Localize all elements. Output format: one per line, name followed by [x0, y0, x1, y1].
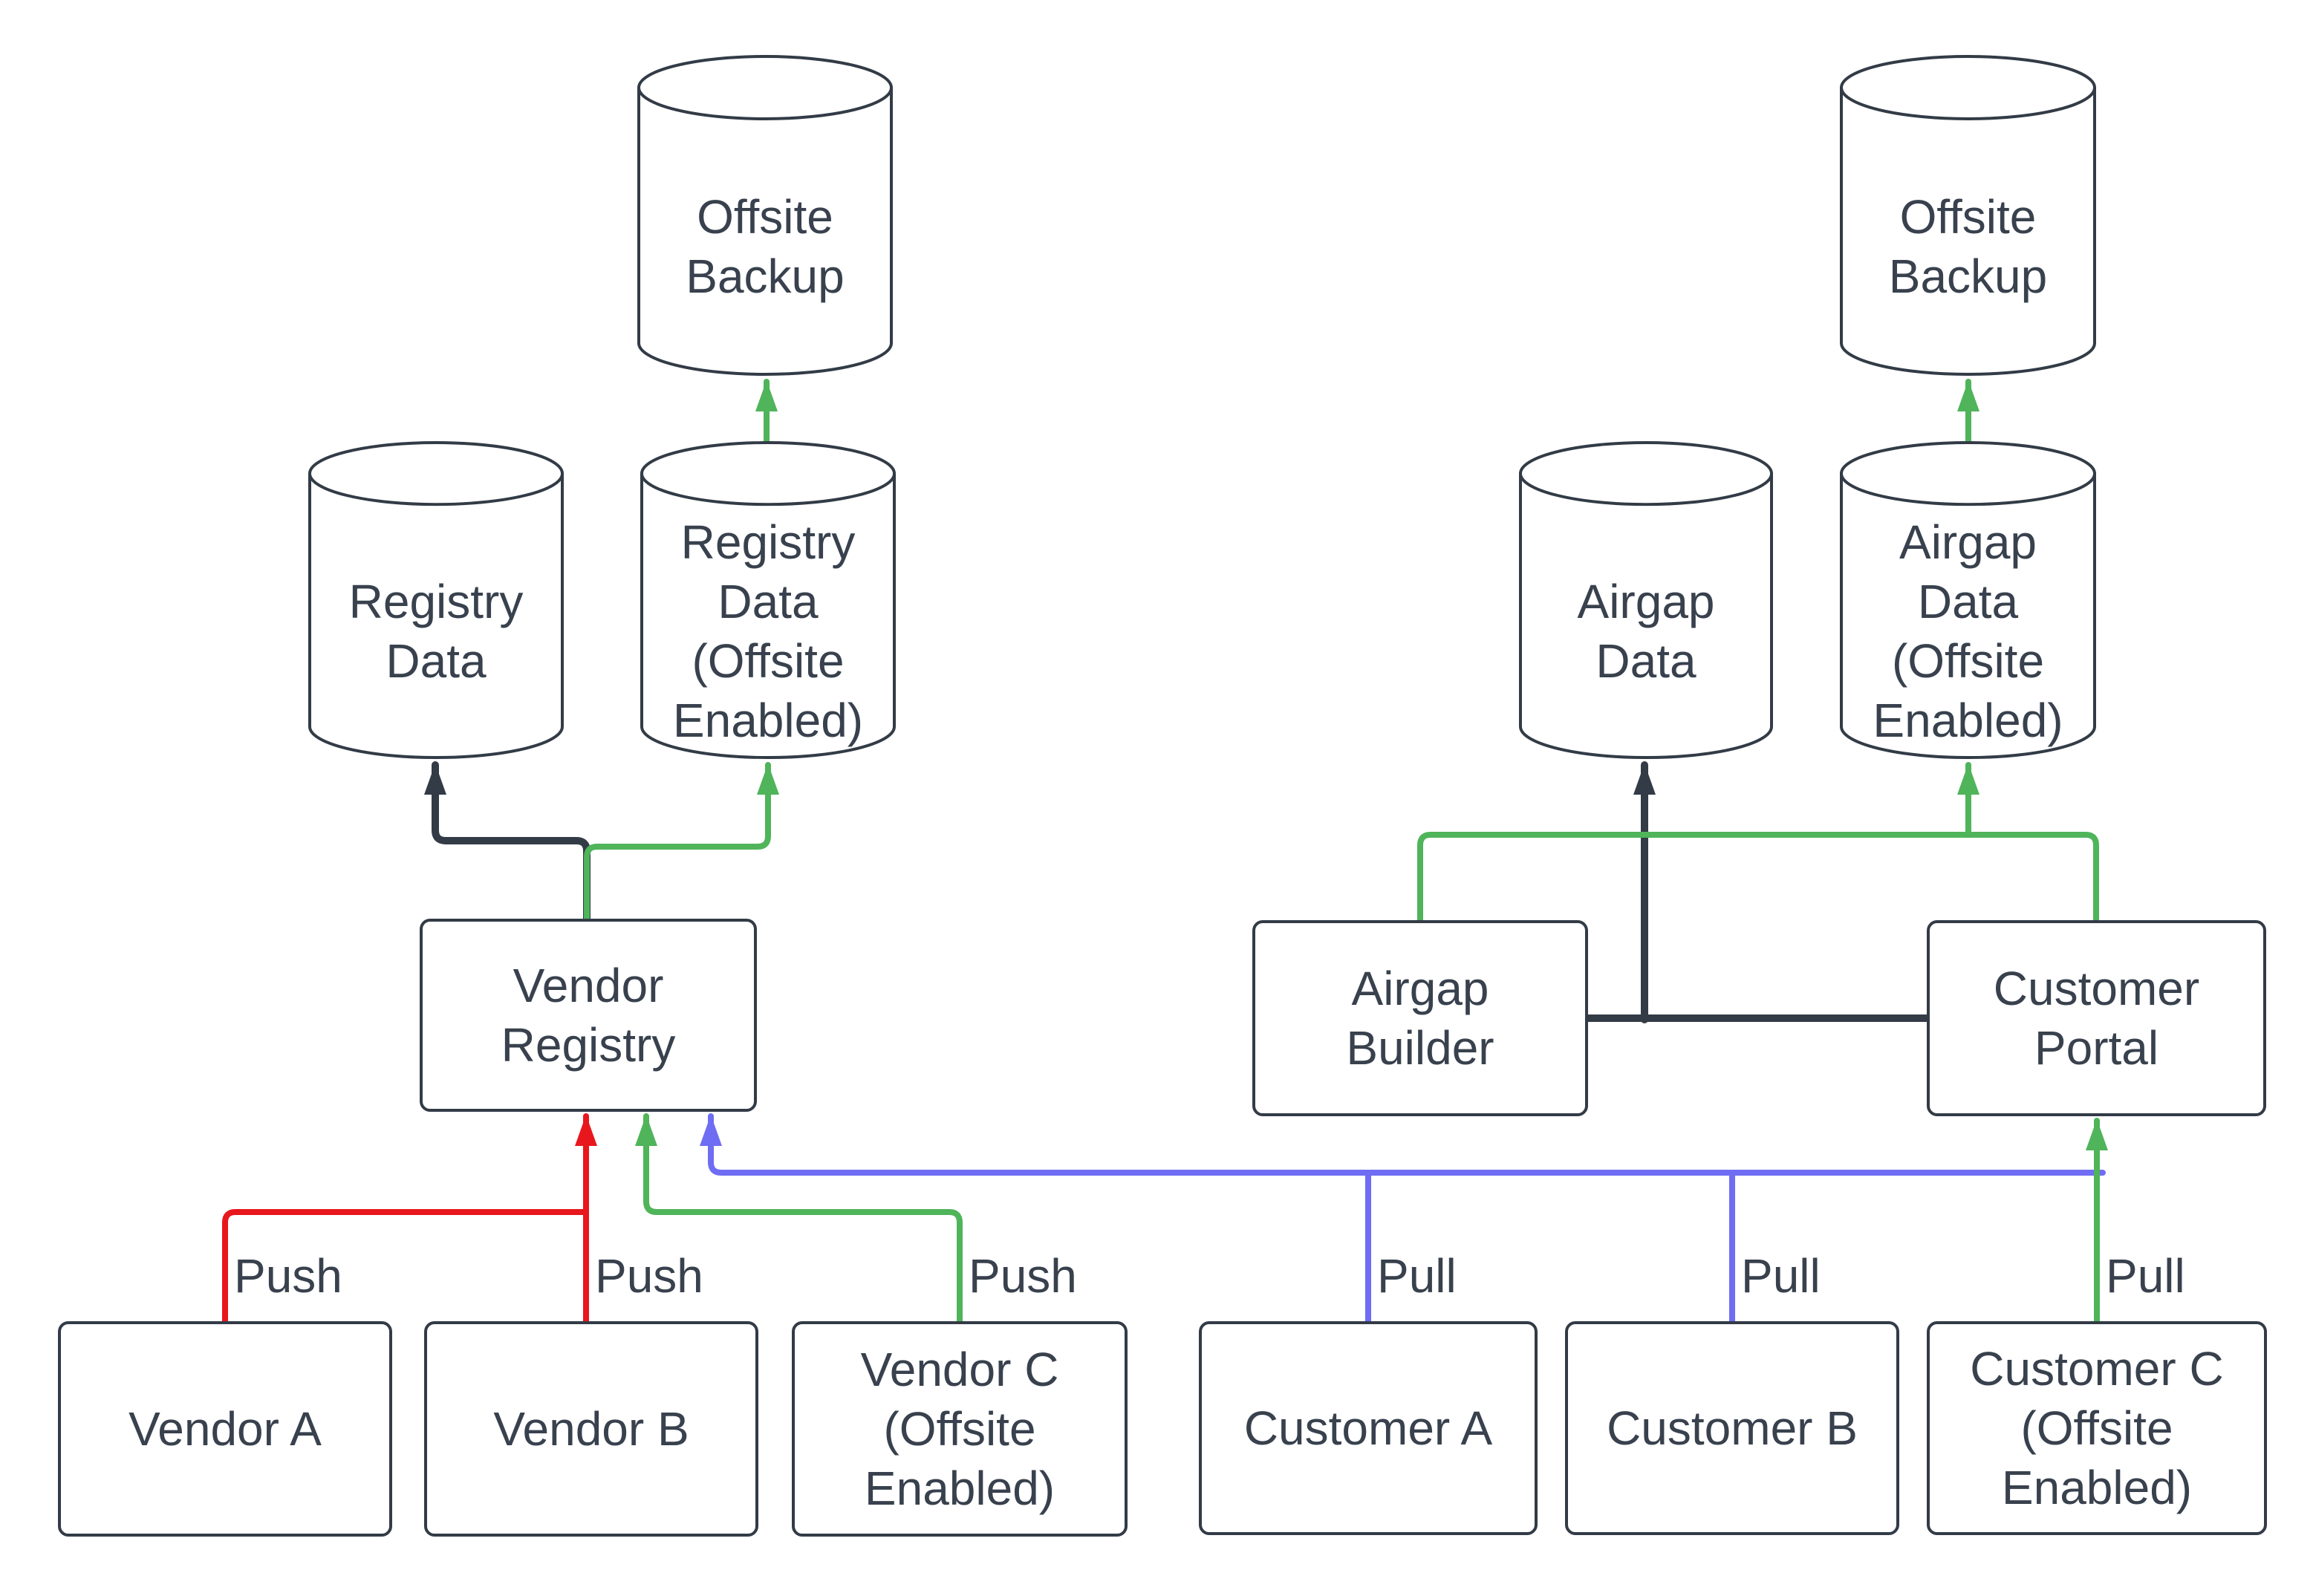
node-customer-b: Customer B [1565, 1321, 1899, 1535]
node-vendor-a: Vendor A [58, 1321, 392, 1537]
edge-pull-trunk-to-vendor-registry [700, 1113, 2106, 1176]
edge-label-vendor-c-push: Push [969, 1249, 1077, 1303]
edge-label-customer-b-pull: Pull [1741, 1249, 1821, 1303]
node-vendor-c: Vendor C (Offsite Enabled) [792, 1321, 1128, 1537]
edge-label-customer-a-pull: Pull [1377, 1249, 1457, 1303]
edge-airgap-builder-to-green-trunk [1417, 832, 1971, 923]
cylinder-shape [637, 55, 893, 376]
node-vendor-registry: Vendor Registry [420, 919, 757, 1112]
cylinder-shape [1840, 55, 2096, 376]
cylinder-registry-data-offsite: Registry Data (Offsite Enabled) [640, 440, 896, 760]
node-airgap-builder: Airgap Builder [1252, 920, 1588, 1116]
cylinder-offsite-backup-right: Offsite Backup [1840, 53, 2096, 377]
cylinder-shape [1519, 440, 1773, 759]
edge-label-customer-c-pull: Pull [2106, 1249, 2185, 1303]
edge-vendor-registry-to-registry-data [424, 761, 591, 922]
edge-vendor-c-push [635, 1113, 963, 1324]
node-customer-a: Customer A [1199, 1321, 1538, 1535]
cylinder-shape [1840, 440, 2096, 760]
edge-customer-portal-to-green-trunk [1965, 832, 2099, 923]
node-label: Airgap Data [1577, 575, 1715, 688]
edge-vendor-registry-to-registry-data-offsite [584, 762, 779, 922]
cylinder-registry-data: Registry Data [308, 440, 564, 760]
node-customer-portal: Customer Portal [1927, 920, 2266, 1116]
cylinder-airgap-data-offsite: Airgap Data (Offsite Enabled) [1840, 440, 2096, 760]
cylinder-offsite-backup-left: Offsite Backup [637, 53, 893, 377]
node-label: Registry Data [348, 575, 524, 688]
node-vendor-b: Vendor B [424, 1321, 758, 1537]
cylinder-shape [640, 440, 896, 760]
node-label: Offsite Backup [1888, 190, 2048, 303]
cylinder-shape [308, 440, 564, 760]
node-label: Registry Data (Offsite Enabled) [672, 515, 864, 747]
edge-label-vendor-a-push: Push [234, 1249, 342, 1303]
cylinder-airgap-data: Airgap Data [1519, 440, 1773, 760]
edge-label-vendor-b-push: Push [595, 1249, 703, 1303]
edge-vendor-a-push [222, 1209, 586, 1324]
node-label: Airgap Data (Offsite Enabled) [1873, 515, 2063, 747]
node-customer-c: Customer C (Offsite Enabled) [1927, 1321, 2267, 1535]
node-label: Offsite Backup [686, 190, 845, 303]
